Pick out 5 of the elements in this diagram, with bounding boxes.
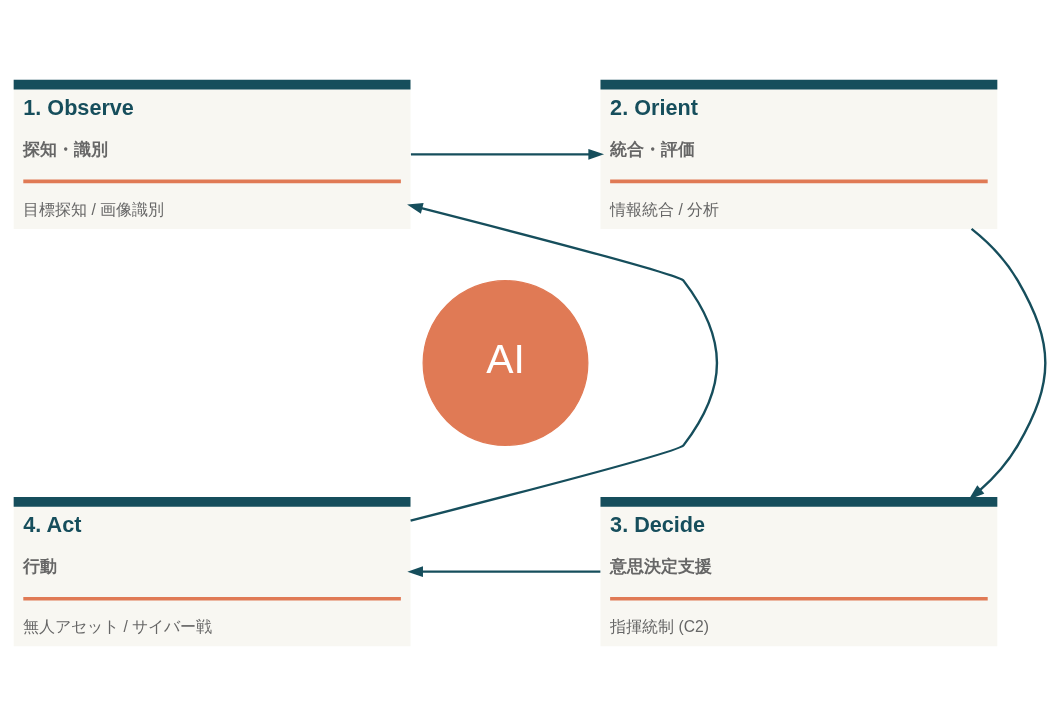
node-circle: AI <box>422 279 589 446</box>
arrow <box>407 202 719 522</box>
arrow <box>968 227 1047 499</box>
arrow <box>410 148 605 160</box>
arrow <box>407 565 601 577</box>
